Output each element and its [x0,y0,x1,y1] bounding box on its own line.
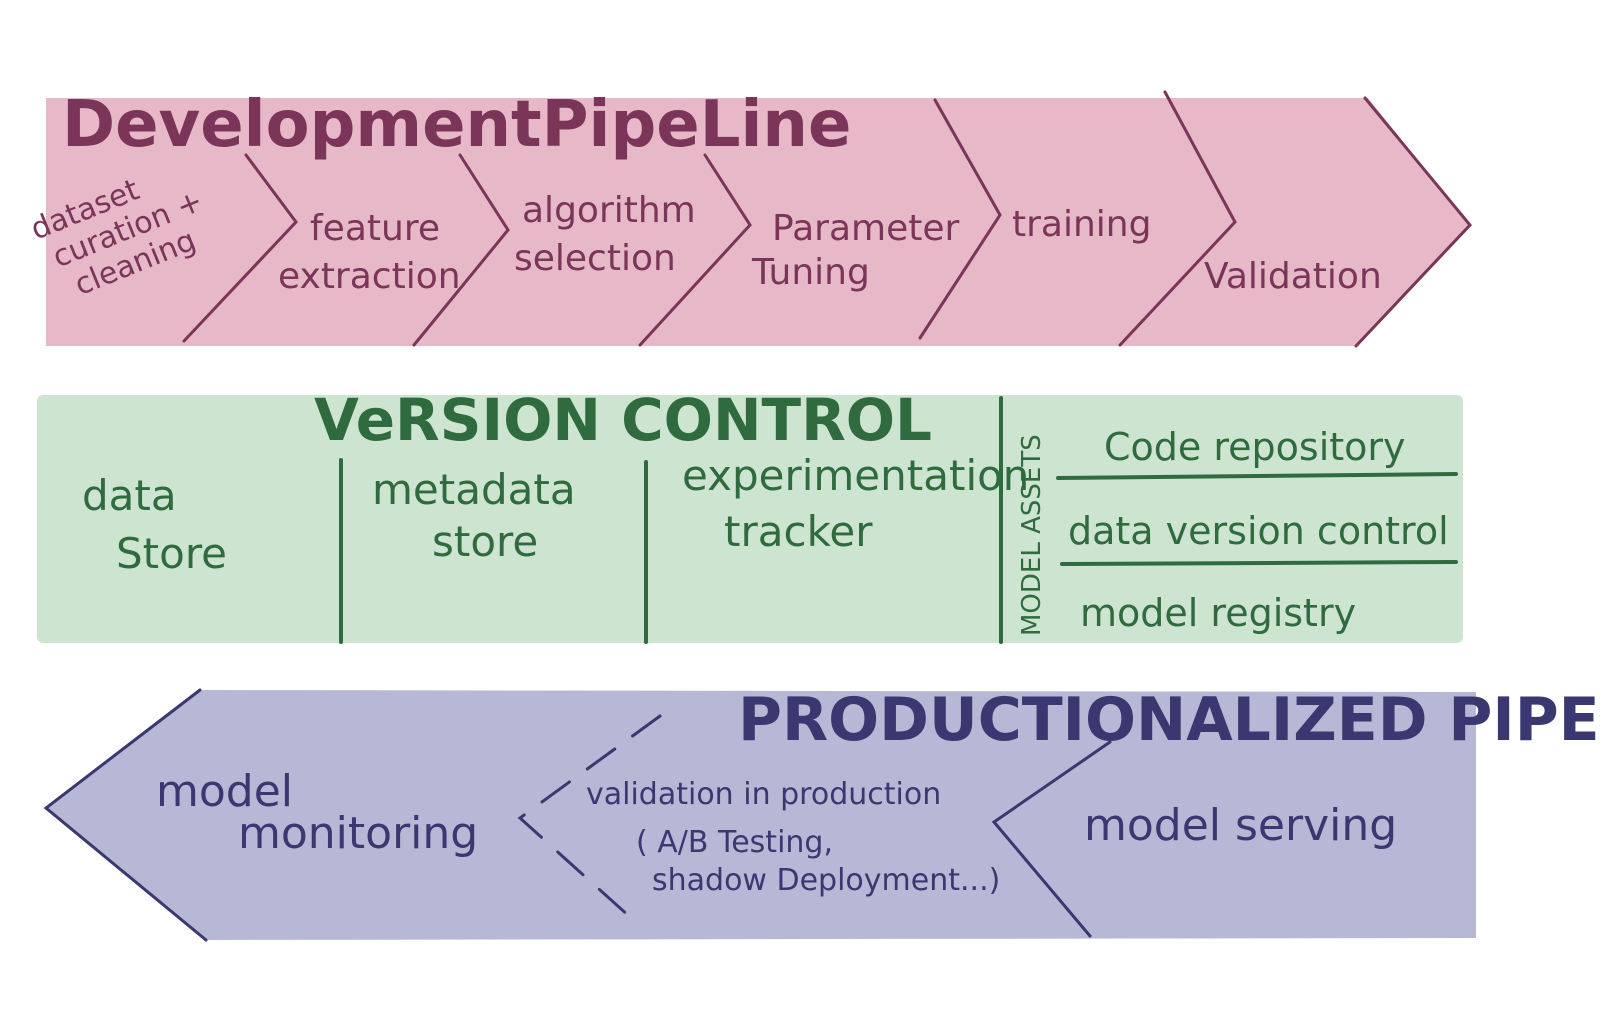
model-assets-separator-1 [1056,472,1458,480]
productionalized-dividers [43,688,1112,942]
productionalized-title: PRODUCTIONALIZED PIPELINe [738,685,1600,755]
prod-outline-arrow [43,688,208,942]
version-control: VeRSION CONTROL data Store metadata stor… [37,386,1463,644]
validation-dashed-divider [517,714,662,928]
metadata-store: metadata store [372,465,589,566]
model-monitoring-line-2: monitoring [238,808,478,859]
validation-line-1: validation in production [586,777,941,812]
dev-step-2: feature extraction [278,208,461,297]
code-repository: Code repository [1104,425,1406,469]
model-registry: model registry [1080,591,1356,635]
metadata-store-line-2: store [432,517,538,566]
validation-dashed-line [517,714,662,928]
dev-step-dividers [182,90,1472,348]
dev-divider-3 [638,153,752,347]
model-assets-label: MODEL ASSETS [1017,434,1047,636]
dev-step-6: Validation [1204,256,1382,297]
dev-divider-6 [1354,96,1472,348]
development-pipeline: DevelopmentPipeLine dataset curation + c… [26,88,1472,348]
dev-step-4: Parameter Tuning [751,208,971,293]
validation-in-production: validation in production ( A/B Testing, … [586,777,1000,898]
dev-divider-2 [412,153,510,347]
dev-divider-1 [182,153,298,343]
model-monitoring: model monitoring [156,766,478,859]
version-control-dividers [339,396,1458,644]
prod-divider-serving [991,740,1112,938]
dev-step-4-line-1: Parameter [772,208,959,249]
dev-divider-5 [1118,90,1237,347]
dev-divider-4 [918,98,1002,340]
dev-step-3: algorithm selection [514,190,707,279]
data-store: data Store [82,471,227,578]
data-store-line-1: data [82,471,177,520]
dev-step-2-line-1: feature [310,208,440,249]
experimentation-tracker-line-2: tracker [724,507,873,556]
experimentation-tracker: experimentation tracker [682,451,1043,556]
dev-step-4-line-2: Tuning [751,252,870,293]
dev-step-3-line-1: algorithm [522,190,696,231]
model-assets-separator-2 [1060,560,1458,566]
model-monitoring-line-1: model [156,766,293,817]
validation-line-3: shadow Deployment...) [652,863,1000,898]
data-store-line-2: Store [116,529,227,578]
version-control-title: VeRSION CONTROL [314,386,932,454]
development-title: DevelopmentPipeLine [62,88,851,162]
dev-step-3-line-2: selection [514,238,676,279]
validation-line-2: ( A/B Testing, [636,825,833,860]
dev-step-2-line-2: extraction [278,256,461,297]
experimentation-tracker-line-1: experimentation [682,451,1029,500]
dev-step-5: training [1012,204,1151,245]
productionalized-pipeline: PRODUCTIONALIZED PIPELINe model monitori… [43,685,1600,942]
data-version-control: data version control [1068,509,1449,553]
model-serving: model serving [1084,800,1397,851]
version-control-band [37,395,1463,643]
metadata-store-line-1: metadata [372,465,576,514]
development-band [46,98,1470,346]
productionalized-band [46,690,1476,940]
